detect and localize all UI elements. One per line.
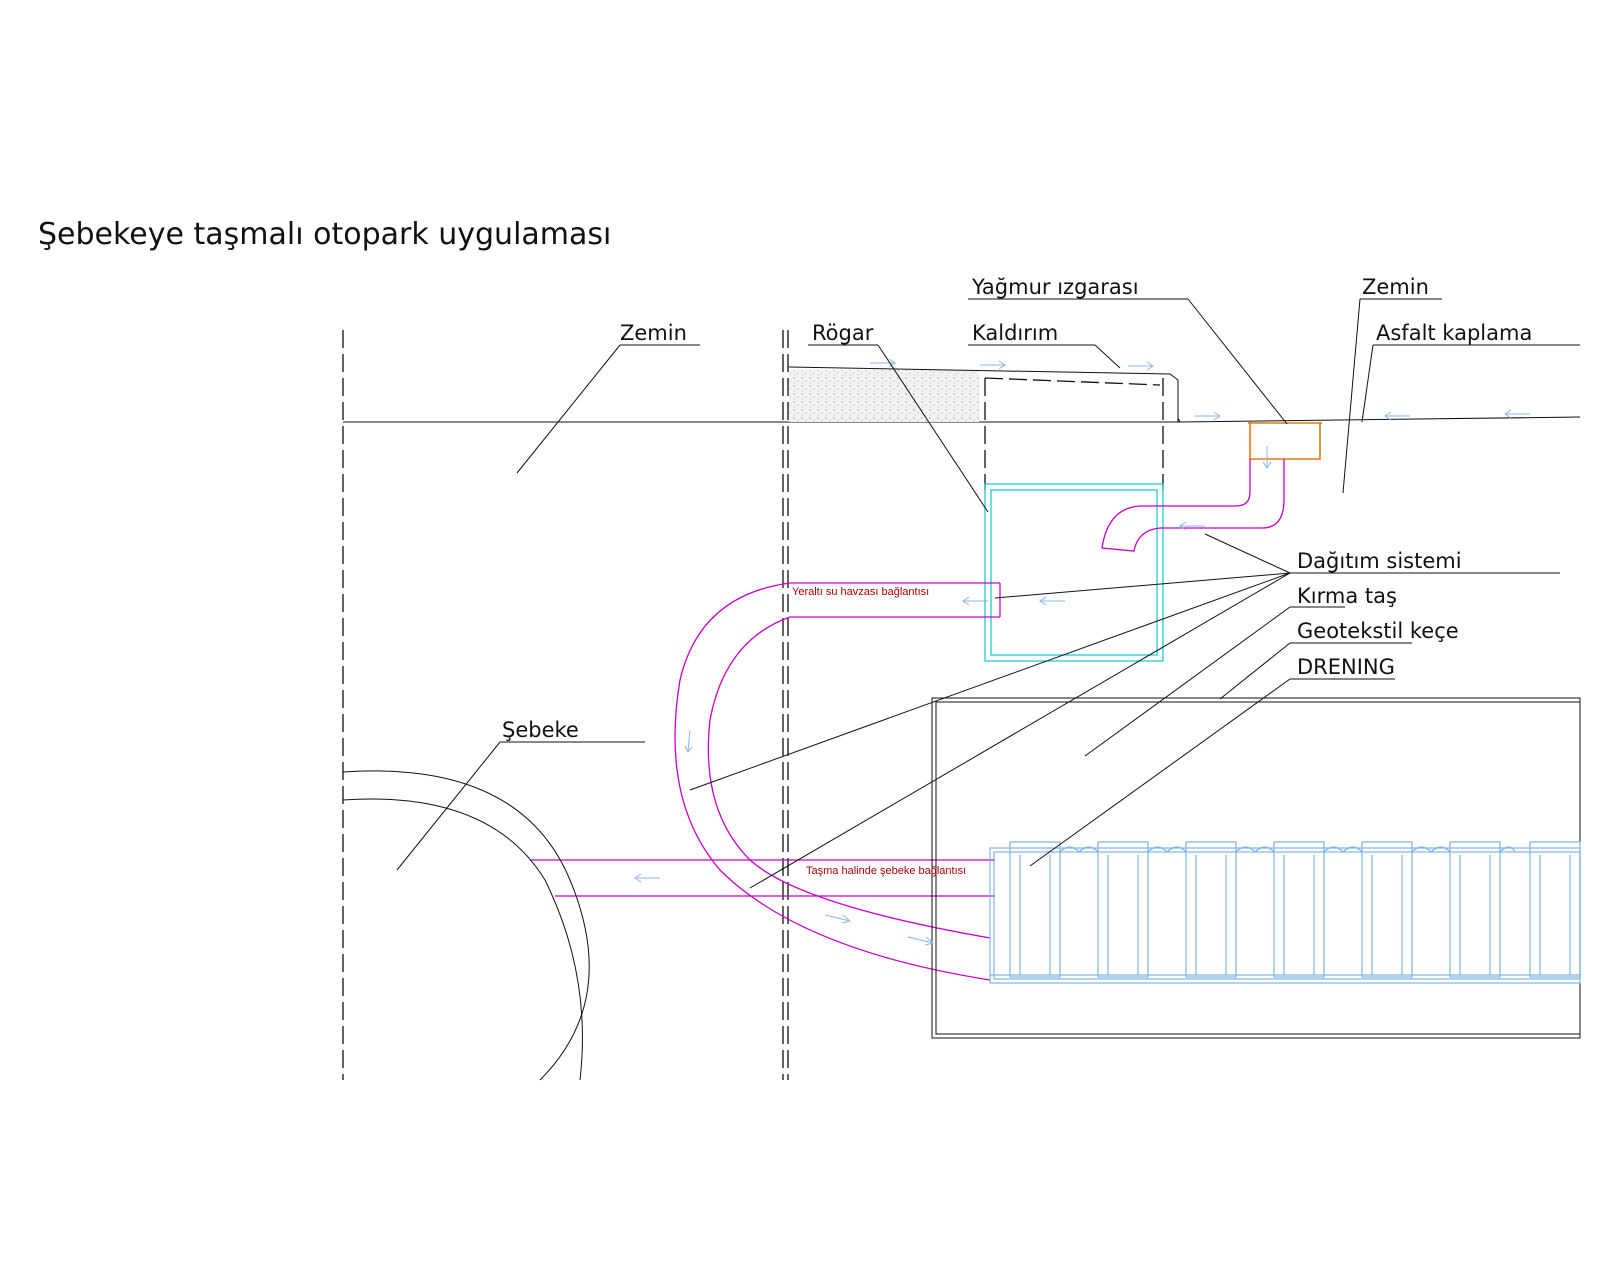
- leader-geotekstil: [1219, 642, 1291, 700]
- label-sebeke: Şebeke: [502, 718, 579, 742]
- leader-dagitim-4: [749, 572, 1291, 889]
- drening-module-7: [1529, 841, 1581, 978]
- flow-arrow-curve: [684, 729, 693, 753]
- flow-arrow-sidewalk: [1195, 411, 1221, 421]
- kerb-gravel-fill: [789, 370, 979, 422]
- leader-rogar: [877, 344, 989, 513]
- label-asfalt-kaplama: Asfalt kaplama: [1376, 321, 1532, 345]
- network-pipe-outer-arc: [342, 770, 590, 1081]
- flow-arrow-to-modules-2: [907, 936, 935, 946]
- groundwater-connection-pipe-inner: [707, 616, 1000, 939]
- manhole-chamber-outer: [984, 483, 1164, 662]
- leader-asfalt: [1361, 344, 1374, 423]
- flow-arrow-groundwater-2: [1039, 596, 1065, 606]
- sidewalk-dashed-top: [984, 377, 1161, 386]
- leader-yagmur: [1187, 298, 1288, 425]
- leader-zemin-right: [1342, 298, 1361, 494]
- distribution-pipe-upper: [1101, 459, 1285, 552]
- drening-modules: [989, 841, 1581, 984]
- flow-arrow-grate-down: [1262, 446, 1272, 469]
- rain-grate-box: [1249, 422, 1321, 460]
- label-geotekstil-kece: Geotekstil keçe: [1297, 619, 1459, 643]
- groundwater-connection-pipe-outer: [674, 582, 1000, 981]
- label-kaldirim: Kaldırım: [972, 321, 1058, 345]
- flow-arrow-asphalt-1: [1384, 411, 1410, 421]
- label-yagmur-izgarasi: Yağmur ızgarası: [971, 275, 1139, 299]
- network-pipe-inner-arc: [342, 798, 583, 1081]
- label-zemin-left: Zemin: [620, 321, 687, 345]
- manhole-chamber-inner: [990, 489, 1158, 656]
- flow-arrow-groundwater-1: [962, 596, 988, 606]
- leader-sebeke: [396, 741, 501, 871]
- leader-kaldirim: [1094, 344, 1121, 369]
- drening-module-5: [1361, 841, 1413, 978]
- drening-module-2: [1097, 841, 1149, 978]
- leader-lines: [396, 298, 1580, 889]
- flow-arrow-asphalt-2: [1504, 409, 1530, 419]
- label-tasma-baglantisi: Taşma halinde şebeke bağlantısı: [806, 865, 966, 877]
- sidewalk-outline: [788, 366, 1179, 422]
- label-zemin-right: Zemin: [1362, 275, 1429, 299]
- drening-module-3: [1185, 841, 1237, 978]
- label-rogar: Rögar: [812, 321, 874, 345]
- flow-arrow-kerb-2: [980, 360, 1006, 370]
- drawing-title: Şebekeye taşmalı otopark uygulaması: [38, 217, 611, 252]
- label-yeralti-baglantisi: Yeraltı su havzası bağlantısı: [792, 586, 929, 598]
- drening-module-1: [1009, 841, 1061, 978]
- leader-dagitim-3: [689, 572, 1291, 791]
- flow-arrow-overflow: [634, 873, 660, 883]
- flow-arrows: [634, 358, 1530, 946]
- label-kirma-tas: Kırma taş: [1297, 584, 1397, 608]
- drening-module-4: [1273, 841, 1325, 978]
- leader-drening: [1029, 678, 1291, 867]
- leader-dagitim-1: [1204, 533, 1291, 574]
- asphalt-surface-line: [1179, 416, 1581, 423]
- sidewalk-edge: [1177, 417, 1181, 423]
- leader-kirma-tas: [1084, 606, 1291, 757]
- drening-module-6: [1449, 841, 1501, 978]
- flow-arrow-to-modules-1: [824, 914, 852, 924]
- flow-arrow-distribution: [1179, 521, 1205, 531]
- flow-arrow-kerb-1: [870, 358, 896, 368]
- leader-dagitim-2: [994, 572, 1291, 599]
- flow-arrow-kerb-3: [1128, 361, 1154, 371]
- label-dagitim-sistemi: Dağıtım sistemi: [1297, 549, 1462, 573]
- label-drening: DRENING: [1297, 655, 1395, 679]
- leader-zemin-left: [516, 344, 621, 474]
- geotextile-inner: [935, 701, 1581, 1035]
- gravel-bed-outer: [931, 697, 1581, 1039]
